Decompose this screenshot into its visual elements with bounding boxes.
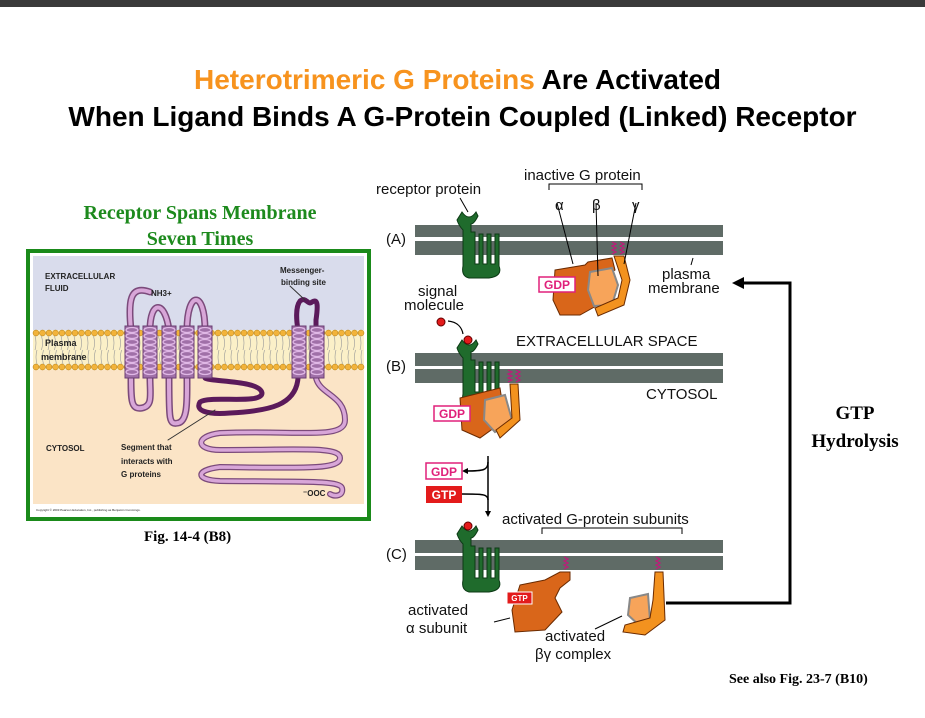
signal-molecule <box>436 317 446 327</box>
label-segment-1: Segment that <box>121 443 172 452</box>
gtp-incoming-tag <box>426 486 462 503</box>
gtp-hydrolysis-line2: Hydrolysis <box>811 431 899 452</box>
signal-arrow <box>447 320 464 335</box>
gtp-bound-tag <box>506 591 533 605</box>
figure-caption: Fig. 14-4 (B8) <box>144 529 232 545</box>
helix <box>161 325 177 379</box>
gtp-incoming-label: GTP <box>432 488 457 502</box>
label-extracellular-space: EXTRACELLULAR SPACE <box>516 333 697 350</box>
bound-signal-c <box>463 521 473 531</box>
label-cytosol: CYTOSOL <box>646 386 717 403</box>
gdp-tag-b <box>433 405 471 422</box>
label-inactive-g-protein: inactive G protein <box>524 167 641 184</box>
membranes <box>415 225 723 570</box>
gtp-bound-label: GTP <box>511 594 528 603</box>
membrane-b-inner <box>415 369 723 383</box>
bound-signal-b <box>463 335 473 345</box>
gamma-subunit <box>594 255 631 317</box>
gdp-released-label: GDP <box>431 465 457 479</box>
receptor-pointer <box>459 197 469 213</box>
label-plasma-2: membrane <box>648 280 720 297</box>
helix <box>124 325 140 379</box>
label-plasma-1: plasma <box>662 266 711 283</box>
label-beta: β <box>592 197 601 214</box>
helix <box>197 325 213 379</box>
label-extracellular-2: FLUID <box>45 284 69 293</box>
label-segment-3: G proteins <box>121 470 162 479</box>
exchange-arrows <box>461 456 489 512</box>
label-cooh: ⁻OOC <box>303 489 326 498</box>
label-activated-alpha-1: activated <box>408 602 468 619</box>
left-heading-line2: Seven Times <box>146 228 254 250</box>
helix <box>309 325 325 379</box>
label-messenger-1: Messenger- <box>280 266 325 275</box>
gdp-tag-a <box>538 276 576 293</box>
label-cytosol: CYTOSOL <box>46 444 85 453</box>
helix <box>142 325 158 379</box>
gtp-hydrolysis-label: GTP Hydrolysis <box>800 400 910 456</box>
gtp-hydrolysis-arrow <box>666 281 792 605</box>
gdp-label-b: GDP <box>439 407 465 421</box>
label-receptor-protein: receptor protein <box>376 181 481 198</box>
extracellular-region <box>33 256 364 330</box>
membrane-a-outer <box>415 225 723 237</box>
label-activated-bg-1: activated <box>545 628 605 645</box>
label-b: (B) <box>386 358 406 375</box>
helix <box>291 325 307 379</box>
receptor-protein-b <box>456 339 501 407</box>
top-bar <box>0 0 925 7</box>
receptor-chain <box>126 285 348 499</box>
helix <box>179 325 195 379</box>
transmembrane-helices <box>124 325 325 379</box>
label-plasma-1: Plasma <box>45 338 78 348</box>
activated-alpha-subunit <box>511 571 571 633</box>
inactive-g-protein <box>552 255 631 317</box>
inactive-bracket <box>548 183 643 190</box>
label-messenger-2: binding site <box>281 278 326 287</box>
activated-gamma-subunit <box>622 571 666 636</box>
left-heading-line1: Receptor Spans Membrane <box>83 202 317 224</box>
label-a: (A) <box>386 231 406 248</box>
label-nh3: NH3+ <box>151 289 172 298</box>
receptor-bound-g-protein <box>459 383 521 439</box>
label-activated-subunits: activated G-protein subunits <box>502 511 689 528</box>
membrane-b-outer <box>415 353 723 366</box>
activated-bracket <box>541 527 683 534</box>
see-also-note: See also Fig. 23-7 (B10) <box>729 672 868 687</box>
membrane-c-outer <box>415 540 723 553</box>
title-rest: Are Activated <box>534 64 721 95</box>
receptor-protein-a <box>456 211 501 279</box>
label-plasma-2: membrane <box>41 352 87 362</box>
slide-title-line2: When Ligand Binds A G-Protein Coupled (L… <box>68 101 857 132</box>
label-c: (C) <box>386 546 407 563</box>
gdp-label-a: GDP <box>544 278 570 292</box>
gdp-released-tag <box>425 462 463 480</box>
label-alpha: α <box>555 197 564 214</box>
label-extracellular-1: EXTRACELLULAR <box>45 272 115 281</box>
arrowhead <box>732 277 744 289</box>
lipid-anchors <box>506 241 662 570</box>
label-signal-1: signal <box>418 283 457 300</box>
title-highlight: Heterotrimeric G Proteins <box>194 64 535 95</box>
copyright: Copyright © 2003 Pearson Education, Inc.… <box>36 508 141 512</box>
label-segment-2: interacts with <box>121 457 173 466</box>
label-activated-alpha-2: α subunit <box>406 620 468 637</box>
label-gamma: γ <box>632 197 640 214</box>
receptor-protein-c <box>456 525 501 593</box>
label-signal-2: molecule <box>404 297 464 314</box>
gtp-hydrolysis-line1: GTP <box>835 403 875 424</box>
slide-title-line1: Heterotrimeric G Proteins Are Activated <box>0 64 920 96</box>
label-activated-bg-2: βγ complex <box>535 646 612 663</box>
